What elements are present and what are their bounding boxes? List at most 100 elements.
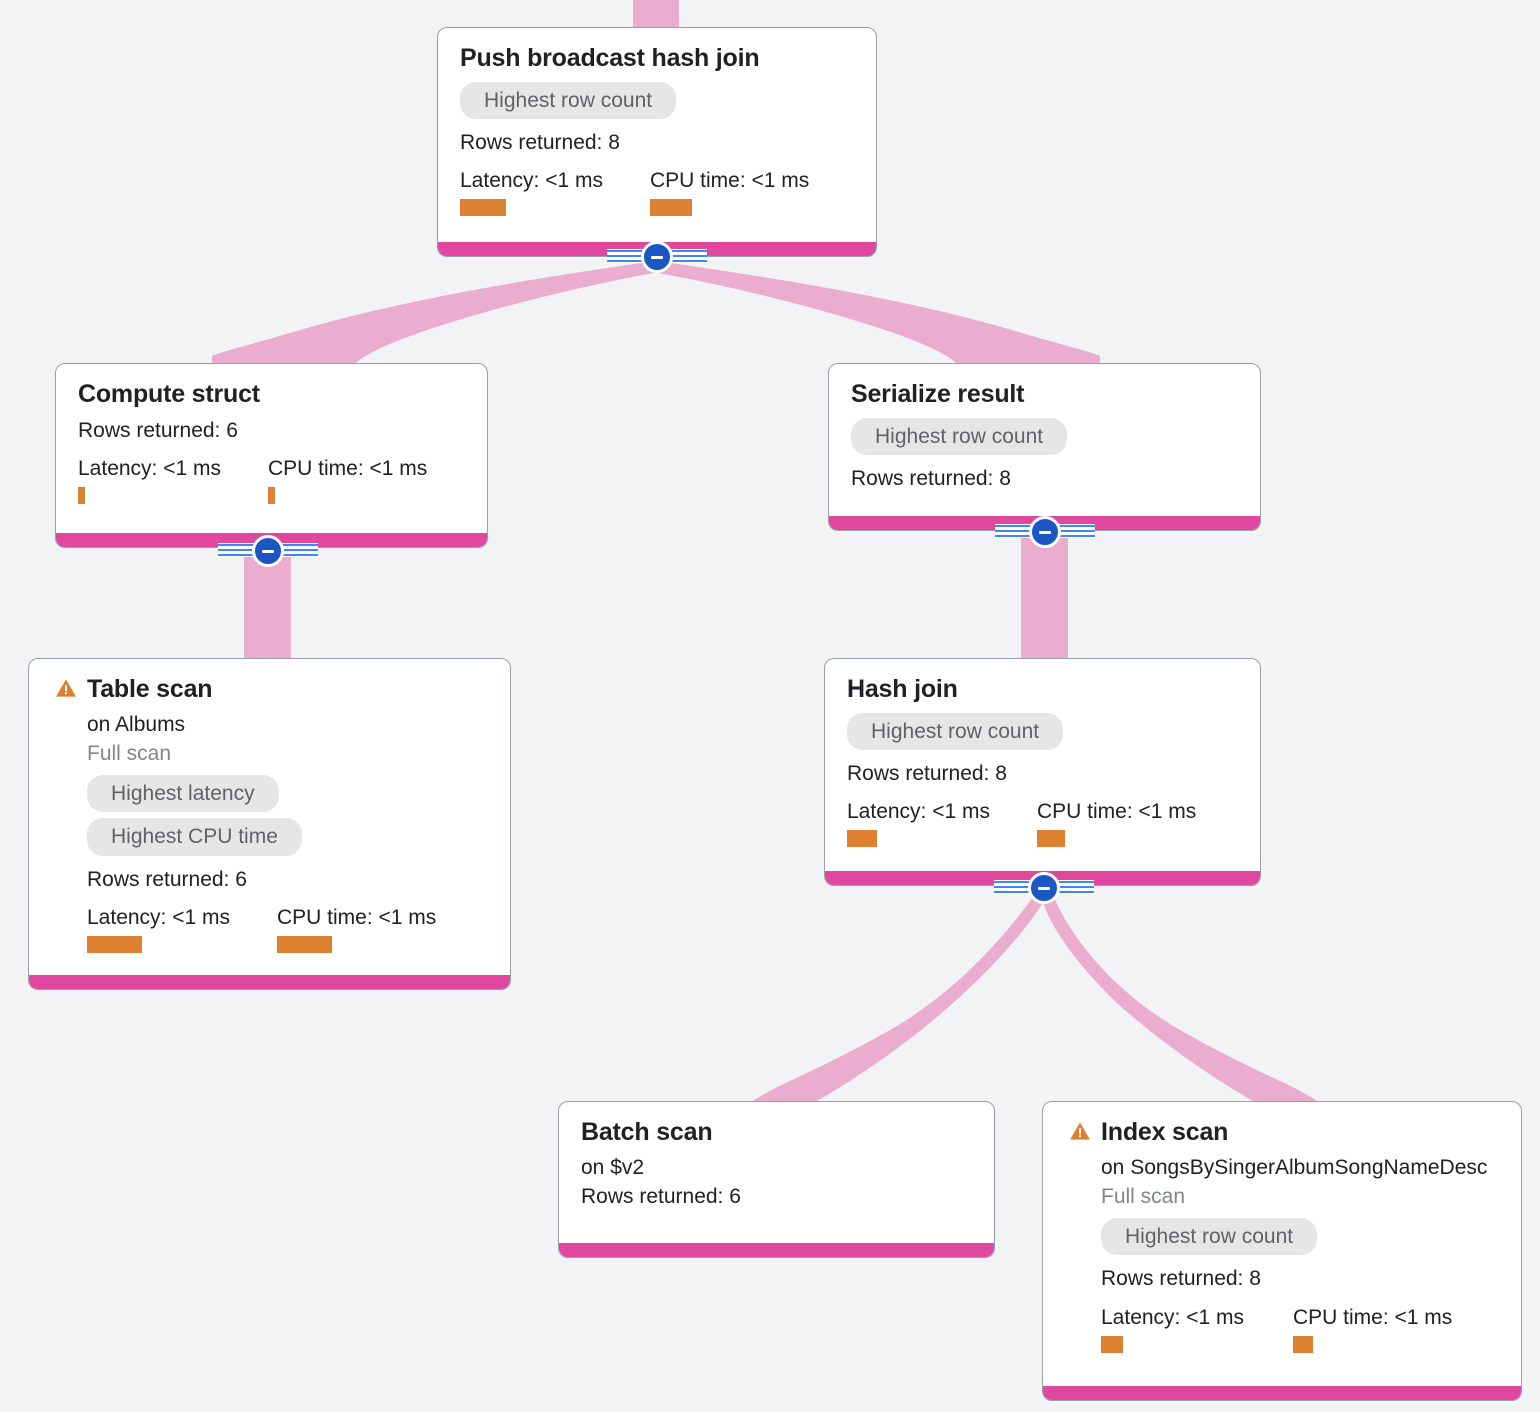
metric-cpu-time-label: CPU time: <1 ms bbox=[650, 169, 810, 193]
node-title: Serialize result bbox=[851, 380, 1025, 408]
metric-latency: Latency: <1 ms bbox=[847, 799, 1037, 848]
node-scan-type: Full scan bbox=[1101, 1184, 1186, 1208]
node-title-block: Table scan on Albums Full scan Highest l… bbox=[87, 675, 436, 953]
collapse-minus-icon[interactable] bbox=[1028, 872, 1060, 904]
metric-cpu-time-label: CPU time: <1 ms bbox=[1293, 1305, 1453, 1329]
node-title: Batch scan bbox=[581, 1118, 713, 1146]
node-body: Table scan on Albums Full scan Highest l… bbox=[29, 659, 510, 975]
collapse-toggle-compute-struct[interactable] bbox=[218, 535, 318, 567]
node-title: Hash join bbox=[847, 675, 958, 703]
metric-cpu-time-bar bbox=[1037, 830, 1065, 848]
metrics-row: Latency: <1 ms CPU time: <1 ms bbox=[1101, 1305, 1487, 1353]
rows-returned: Rows returned: 6 bbox=[78, 418, 238, 442]
node-title-row: Index scan on SongsBySingerAlbumSongName… bbox=[1069, 1118, 1499, 1353]
metric-latency: Latency: <1 ms bbox=[460, 168, 650, 217]
rows-returned: Rows returned: 6 bbox=[87, 867, 247, 891]
edge-hashjoin-to-indexscan bbox=[1042, 894, 1316, 1110]
metric-cpu-time: CPU time: <1 ms bbox=[650, 168, 810, 217]
metric-cpu-time: CPU time: <1 ms bbox=[1037, 799, 1197, 848]
node-subtitle: on SongsBySingerAlbumSongNameDesc bbox=[1101, 1155, 1488, 1179]
edge-hashjoin-to-batchscan bbox=[754, 894, 1046, 1110]
rows-returned: Rows returned: 8 bbox=[460, 130, 620, 154]
metric-latency-label: Latency: <1 ms bbox=[78, 456, 221, 480]
metric-cpu-time: CPU time: <1 ms bbox=[1293, 1305, 1452, 1353]
metric-latency-label: Latency: <1 ms bbox=[847, 800, 990, 824]
node-title-row: Batch scan bbox=[581, 1118, 972, 1147]
metrics-row: Latency: <1 ms CPU time: <1 ms bbox=[78, 456, 465, 505]
plan-node-push-broadcast-hash-join[interactable]: Push broadcast hash join Highest row cou… bbox=[437, 27, 877, 257]
plan-node-serialize-result[interactable]: Serialize result Highest row count Rows … bbox=[828, 363, 1261, 531]
edge-root-stub bbox=[633, 0, 679, 30]
metric-latency-bar bbox=[847, 830, 877, 848]
metric-cpu-time: CPU time: <1 ms bbox=[268, 456, 427, 505]
metric-cpu-time-label: CPU time: <1 ms bbox=[277, 905, 437, 929]
rows-returned: Rows returned: 8 bbox=[1101, 1267, 1261, 1291]
metrics-row: Latency: <1 ms CPU time: <1 ms bbox=[460, 168, 854, 217]
edge-serialize-to-hashjoin bbox=[1021, 530, 1068, 670]
node-title-row: Push broadcast hash join bbox=[460, 44, 854, 73]
metric-cpu-time: CPU time: <1 ms bbox=[277, 905, 436, 953]
node-body: Hash join Highest row count Rows returne… bbox=[825, 659, 1260, 871]
metric-latency-bar bbox=[1101, 1335, 1123, 1353]
node-title: Table scan bbox=[87, 675, 213, 703]
collapse-toggle-hash-join[interactable] bbox=[994, 872, 1094, 904]
collapse-toggle-push-broadcast-hash-join[interactable] bbox=[607, 241, 707, 273]
badge-highest-row-count: Highest row count bbox=[847, 712, 1064, 750]
metric-latency-label: Latency: <1 ms bbox=[87, 905, 230, 929]
metric-latency-bar bbox=[460, 199, 506, 217]
collapse-minus-icon[interactable] bbox=[1029, 516, 1061, 548]
metric-cpu-time-bar bbox=[1293, 1335, 1313, 1353]
node-body: Serialize result Highest row count Rows … bbox=[829, 364, 1260, 516]
node-body: Compute struct Rows returned: 6 Latency:… bbox=[56, 364, 487, 533]
metric-latency: Latency: <1 ms bbox=[87, 905, 277, 953]
node-body: Index scan on SongsBySingerAlbumSongName… bbox=[1043, 1102, 1521, 1386]
node-title-block: Index scan on SongsBySingerAlbumSongName… bbox=[1101, 1118, 1487, 1353]
badge-highest-latency: Highest latency bbox=[87, 775, 279, 813]
node-footer-bar bbox=[559, 1243, 994, 1257]
metric-latency-label: Latency: <1 ms bbox=[1101, 1305, 1244, 1329]
plan-node-compute-struct[interactable]: Compute struct Rows returned: 6 Latency:… bbox=[55, 363, 488, 548]
metric-cpu-time-bar bbox=[277, 935, 332, 953]
node-subtitle: on Albums bbox=[87, 712, 186, 736]
node-title: Push broadcast hash join bbox=[460, 44, 760, 72]
plan-node-table-scan[interactable]: Table scan on Albums Full scan Highest l… bbox=[28, 658, 511, 990]
plan-node-batch-scan[interactable]: Batch scan on $v2 Rows returned: 6 bbox=[558, 1101, 995, 1258]
node-body: Push broadcast hash join Highest row cou… bbox=[438, 28, 876, 242]
metrics-row: Latency: <1 ms CPU time: <1 ms bbox=[87, 905, 436, 953]
metric-cpu-time-label: CPU time: <1 ms bbox=[1037, 800, 1197, 824]
metric-latency: Latency: <1 ms bbox=[78, 456, 268, 505]
collapse-toggle-serialize-result[interactable] bbox=[995, 516, 1095, 548]
warning-icon bbox=[1070, 1122, 1090, 1140]
metric-cpu-time-bar bbox=[268, 487, 275, 505]
node-subtitle: on $v2 bbox=[581, 1155, 645, 1179]
badge-highest-row-count: Highest row count bbox=[460, 81, 677, 119]
node-scan-type: Full scan bbox=[87, 741, 172, 765]
node-title-row: Hash join bbox=[847, 675, 1238, 704]
node-title: Index scan bbox=[1101, 1118, 1229, 1146]
metric-latency-bar bbox=[87, 935, 142, 953]
node-title-row: Table scan on Albums Full scan Highest l… bbox=[55, 675, 488, 953]
rows-returned: Rows returned: 8 bbox=[847, 761, 1007, 785]
metric-cpu-time-bar bbox=[650, 199, 692, 217]
plan-node-index-scan[interactable]: Index scan on SongsBySingerAlbumSongName… bbox=[1042, 1101, 1522, 1401]
badge-highest-row-count: Highest row count bbox=[851, 417, 1068, 455]
node-footer-bar bbox=[1043, 1386, 1521, 1400]
node-body: Batch scan on $v2 Rows returned: 6 bbox=[559, 1102, 994, 1243]
metric-latency-bar bbox=[78, 487, 85, 505]
badge-highest-cpu-time: Highest CPU time bbox=[87, 818, 302, 856]
node-footer-bar bbox=[29, 975, 510, 989]
metric-latency-label: Latency: <1 ms bbox=[460, 169, 603, 193]
metrics-row: Latency: <1 ms CPU time: <1 ms bbox=[847, 799, 1238, 848]
node-title-row: Serialize result bbox=[851, 380, 1238, 409]
metric-latency: Latency: <1 ms bbox=[1101, 1305, 1293, 1353]
warning-icon bbox=[56, 679, 76, 697]
rows-returned: Rows returned: 8 bbox=[851, 466, 1011, 490]
node-title-row: Compute struct bbox=[78, 380, 465, 409]
plan-node-hash-join[interactable]: Hash join Highest row count Rows returne… bbox=[824, 658, 1261, 886]
badge-highest-row-count: Highest row count bbox=[1101, 1218, 1318, 1256]
collapse-minus-icon[interactable] bbox=[641, 241, 673, 273]
node-title: Compute struct bbox=[78, 380, 260, 408]
rows-returned: Rows returned: 6 bbox=[581, 1184, 741, 1208]
collapse-minus-icon[interactable] bbox=[252, 535, 284, 567]
